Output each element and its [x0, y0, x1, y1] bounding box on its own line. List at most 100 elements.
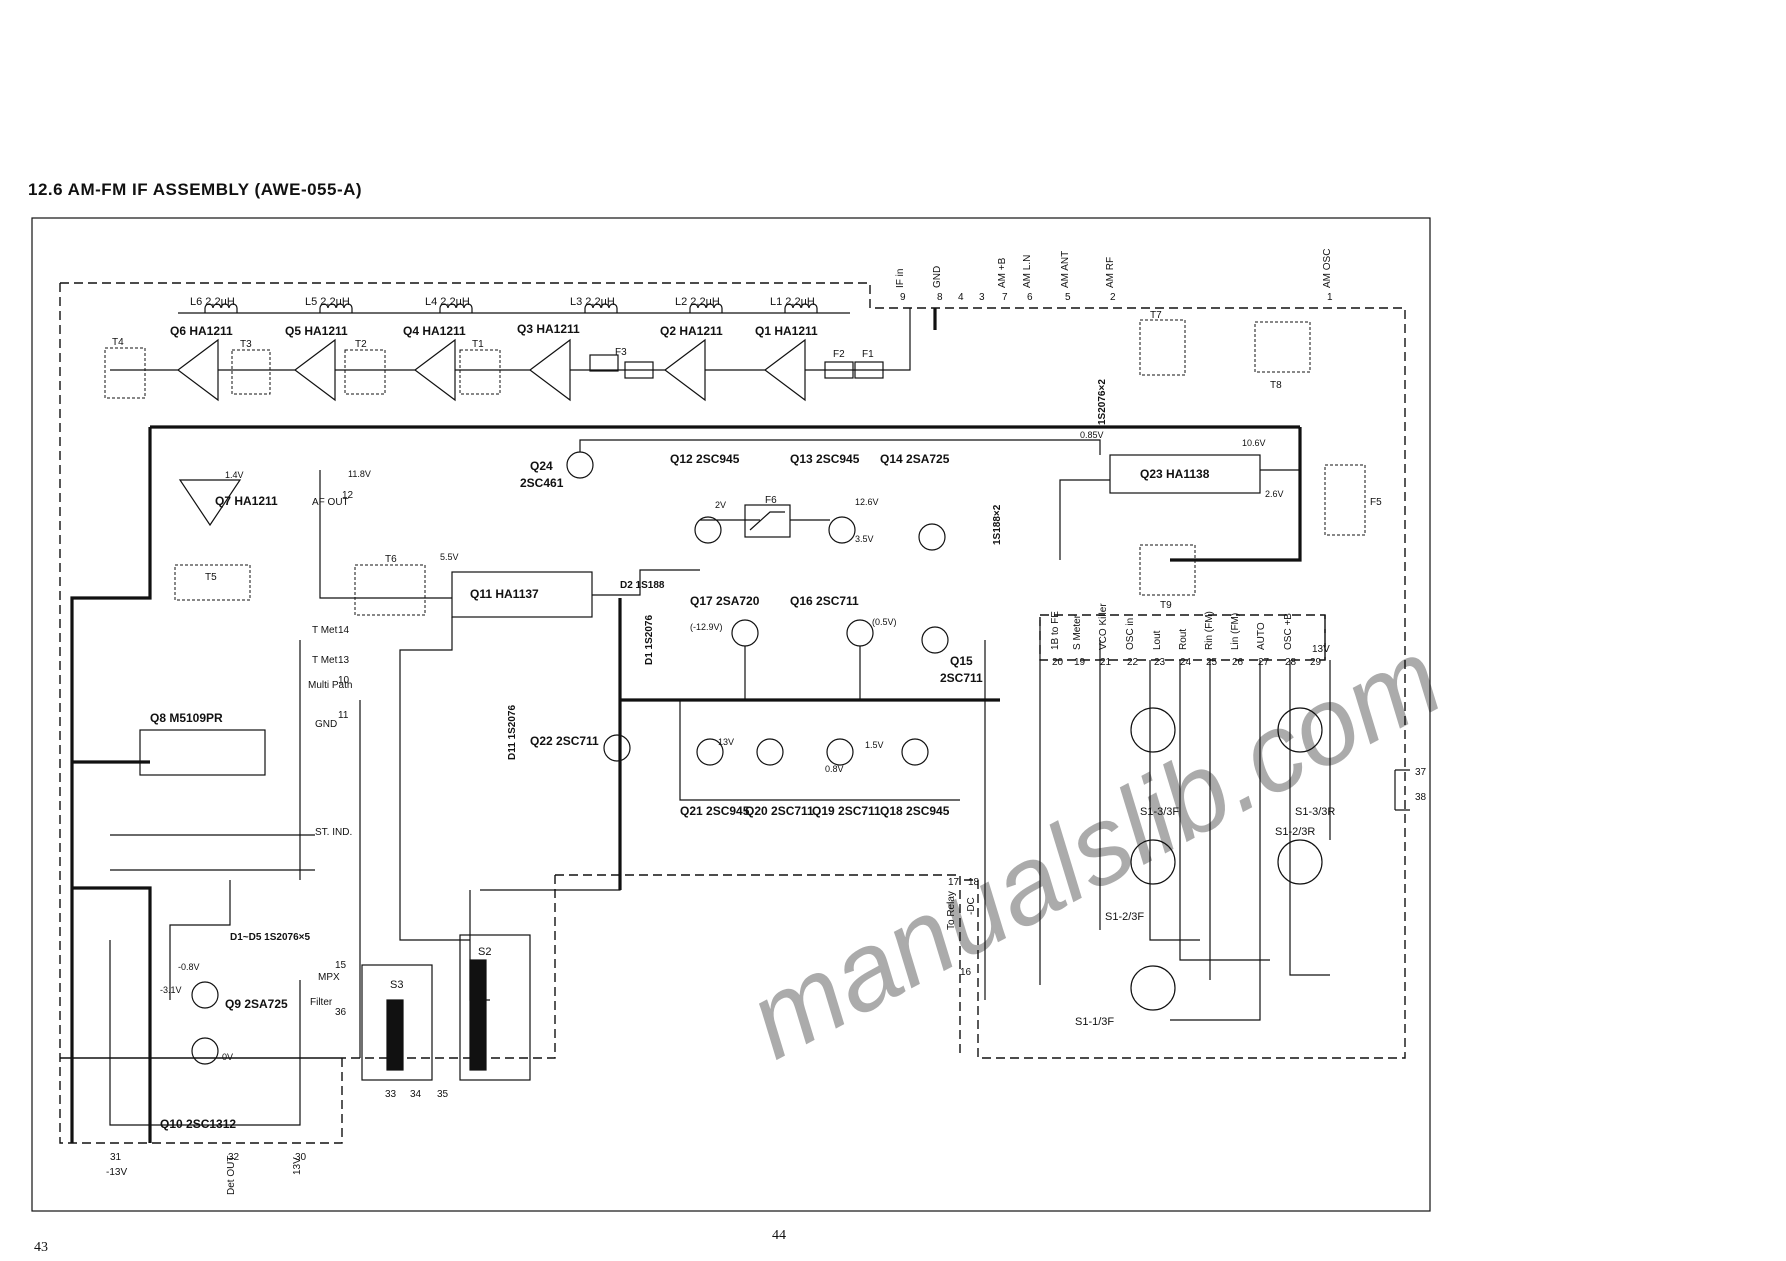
assembly-boundary [60, 282, 1406, 1059]
transistor-label-q15-type: 2SC711 [940, 671, 983, 685]
voltage-label: (0.5V) [872, 617, 897, 627]
diode-label: 1S188×2 [992, 504, 1003, 545]
voltage-label: -0.8V [178, 962, 200, 972]
transistor-label-q14: Q14 2SA725 [880, 452, 950, 466]
voltage-label: 13V [718, 737, 734, 747]
right-pin-26-label: Lin (FM) [1230, 613, 1241, 650]
voltage-label: 11.8V [348, 469, 371, 479]
left-pin-12-num: 12 [342, 490, 354, 501]
right-pin-20-num: 20 [1052, 657, 1064, 668]
transformer-t2: T2 [355, 339, 367, 350]
left-pin-13-num: 13 [338, 655, 350, 666]
right-pin-27-label: AUTO [1256, 622, 1267, 650]
top-terminal-9-num: 9 [900, 292, 906, 303]
transistor-label-q24: Q24 [530, 459, 553, 473]
voltage-label: 2V [715, 500, 726, 510]
right-pin-20-label: 1B to FE [1050, 611, 1061, 650]
right-pin-26-num: 26 [1232, 657, 1244, 668]
right-pin-24-num: 24 [1180, 657, 1192, 668]
right-pin-27-num: 27 [1258, 657, 1270, 668]
top-terminal-6-num: 6 [1027, 292, 1033, 303]
voltage-label: -3.1V [160, 985, 182, 995]
left-pin-14-num: 14 [338, 625, 350, 636]
ic-label-q2: Q2 HA1211 [660, 324, 723, 338]
switch-s1-2-3f: S1-2/3F [1105, 911, 1144, 923]
transformer-t3: T3 [240, 339, 252, 350]
inductor-label-l2: L2 2.2µH [675, 296, 720, 308]
inductor-label-l4: L4 2.2µH [425, 296, 470, 308]
top-terminal-9-label: IF in [895, 269, 906, 288]
right-pin-28-label: OSC +B [1283, 613, 1294, 650]
left-pin-11-label: GND [315, 719, 337, 730]
top-terminal-6-label: AM L.N [1022, 255, 1033, 288]
left-pin-12-label: AF OUT [312, 497, 349, 508]
voltage-label: 5.5V [440, 552, 459, 562]
inductor-label-l1: L1 2.2µH [770, 296, 815, 308]
right-pin-21-num: 21 [1100, 657, 1112, 668]
ic-label-q23: Q23 HA1138 [1140, 467, 1210, 481]
left-pin-15-label: MPX [318, 972, 340, 983]
diode-label: D1 1S2076 [644, 615, 655, 665]
right-pin-19-num: 19 [1074, 657, 1086, 668]
bottom-pin-30-label: 13V [292, 1157, 303, 1175]
ic-label-q5: Q5 HA1211 [285, 324, 348, 338]
transistor-label-q13: Q13 2SC945 [790, 452, 860, 466]
bottom-pin-30-num: 30 [295, 1152, 307, 1163]
ic-label-q7: Q7 HA1211 [215, 494, 278, 508]
bottom-pin-33-num: 33 [385, 1089, 397, 1100]
filter-f3: F3 [615, 347, 627, 358]
transformer-t5: T5 [205, 572, 217, 583]
transistor-label-q20: Q20 2SC711 [745, 804, 814, 818]
left-pin-11-num: 11 [338, 710, 349, 721]
left-pin-st-ind-label: ST. IND. [315, 827, 352, 838]
switch-s1-1-3f: S1-1/3F [1075, 1016, 1114, 1028]
voltage-label: 3.5V [855, 534, 874, 544]
switch-s1-3-3f: S1-3/3F [1140, 806, 1179, 818]
voltage-label: (-12.9V) [690, 622, 723, 632]
watermark: manualslib.com [728, 615, 1460, 1082]
voltage-label: 2.6V [1265, 489, 1284, 499]
bottom-pin-38-num: 38 [1415, 792, 1427, 803]
ic-label-q6: Q6 HA1211 [170, 324, 233, 338]
left-pin-14-label: T Met [312, 625, 338, 636]
top-terminal-3-num: 3 [979, 292, 985, 303]
page-title: 12.6 AM-FM IF ASSEMBLY (AWE-055-A) [28, 180, 363, 199]
right-pin-19-label: S Meter [1072, 614, 1083, 650]
right-pin-28-num: 28 [1285, 657, 1297, 668]
right-pin-25-num: 25 [1206, 657, 1218, 668]
bottom-pin-32-label: Det OUT [226, 1156, 237, 1195]
top-terminal-7-label: AM +B [997, 257, 1008, 288]
transistor-label-q19: Q19 2SC711 [812, 804, 881, 818]
voltage-label: 12.6V [855, 497, 879, 507]
transistor-label-q12: Q12 2SC945 [670, 452, 740, 466]
right-pin-23-label: Lout [1152, 630, 1163, 650]
page-number-center: 44 [772, 1228, 786, 1243]
diode-label: D11 1S2076 [507, 705, 518, 760]
page-number-left: 43 [34, 1240, 48, 1255]
switch-s3: S3 [390, 979, 403, 991]
left-pin-36-label: Filter [310, 997, 333, 1008]
bottom-pin-18-label: -DC [966, 897, 977, 915]
right-pin-22-label: OSC in [1125, 618, 1136, 650]
ic-label-q11: Q11 HA1137 [470, 587, 539, 601]
bottom-pin-34-num: 34 [410, 1089, 422, 1100]
transistor-label-q17: Q17 2SA720 [690, 594, 760, 608]
right-pin-22-num: 22 [1127, 657, 1139, 668]
transistor-label-q15: Q15 [950, 654, 973, 668]
ic-label-q8: Q8 M5109PR [150, 711, 223, 725]
diode-label: D1~D5 1S2076×5 [230, 932, 311, 943]
top-terminal-7-num: 7 [1002, 292, 1008, 303]
left-pin-10-num: 10 [338, 675, 350, 686]
left-pin-36-num: 36 [335, 1007, 347, 1018]
top-terminal-5-label: AM ANT [1060, 251, 1071, 288]
diode-label: 1S2076×2 [1097, 379, 1108, 425]
transistor-label-q10: Q10 2SC1312 [160, 1117, 236, 1131]
transistor-label-q16: Q16 2SC711 [790, 594, 859, 608]
filter-f1: F1 [862, 349, 874, 360]
bottom-pin-35-num: 35 [437, 1089, 449, 1100]
transformer-t7: T7 [1150, 310, 1162, 321]
top-terminal-1-num: 1 [1327, 292, 1333, 303]
top-terminal-8-label: GND [932, 266, 943, 288]
top-terminal-1-label: AM OSC [1322, 249, 1333, 288]
